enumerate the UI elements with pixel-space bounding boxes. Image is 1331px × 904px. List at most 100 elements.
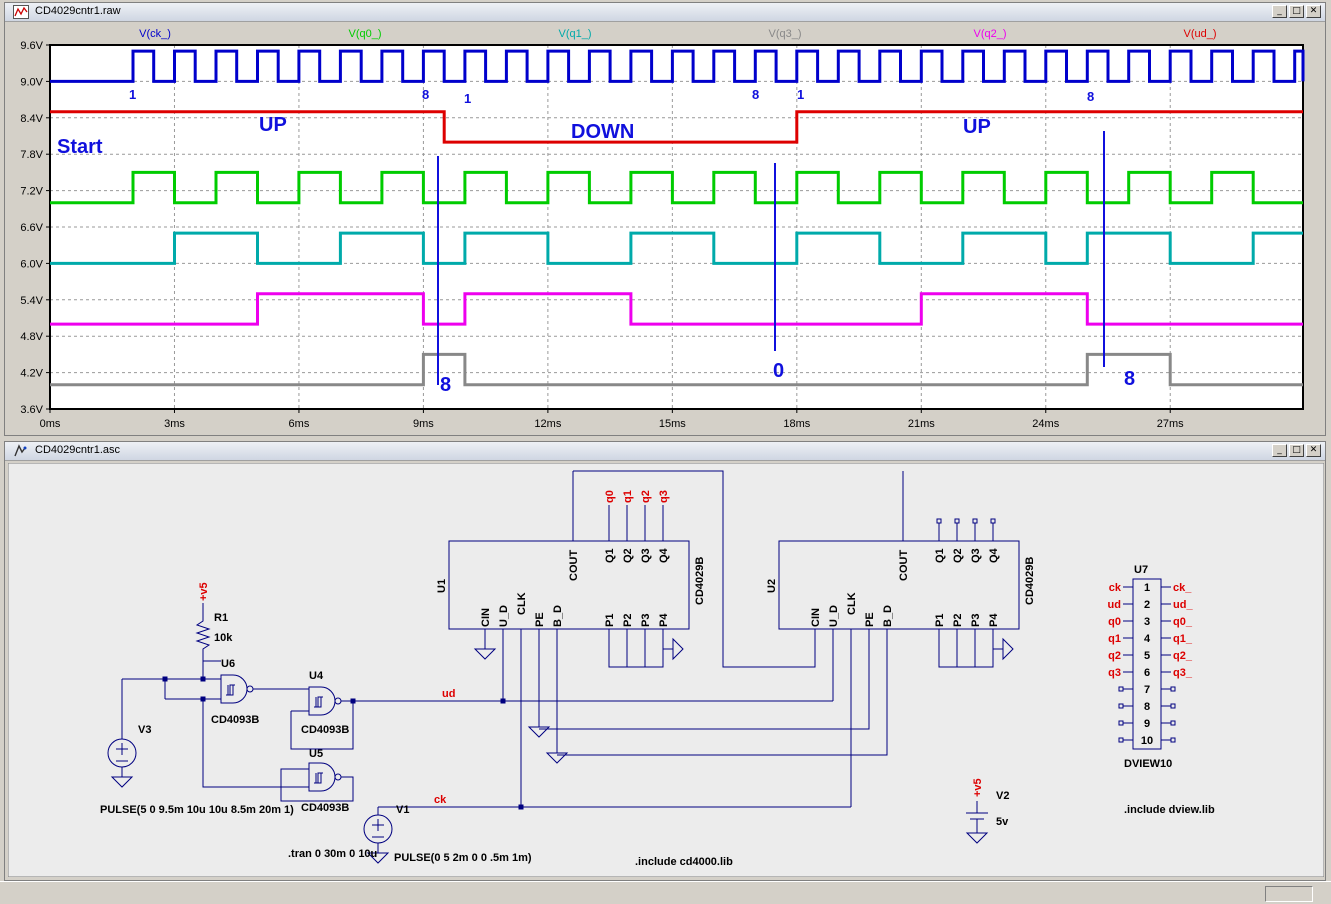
u2-bd-wire: [557, 629, 888, 756]
u1-pin-q3: Q3: [640, 548, 652, 563]
u7-unconnected-pin: [1170, 686, 1176, 692]
trace-vq1[interactable]: [50, 231, 1303, 265]
plot-frame: [49, 44, 1304, 410]
waveform-file-icon: [13, 5, 29, 19]
minimize-button[interactable]: _: [1272, 444, 1287, 457]
u7-unconnected-pin: [1118, 737, 1124, 743]
x-tick-label: 0ms: [40, 418, 61, 430]
x-tick-label: 3ms: [164, 418, 185, 430]
y-tick-label: 7.8V: [20, 149, 43, 161]
y-tick-label: 3.6V: [20, 404, 43, 416]
y-tick-label: 8.4V: [20, 113, 43, 125]
schematic-canvas[interactable]: U1 CD4029B U2 CD4029B COUT Q1 Q2 Q3 Q4 C…: [8, 463, 1324, 877]
u7-pin-number: 3: [1144, 616, 1150, 628]
trace-vq3[interactable]: [50, 352, 1303, 387]
net-label-q1: q1: [622, 490, 634, 503]
u1-pin-bd: B_D: [552, 605, 564, 627]
r1-ref: R1: [214, 612, 228, 624]
u7-right-net-label: q1_: [1173, 633, 1193, 645]
include-cd4000-directive[interactable]: .include cd4000.lib: [635, 856, 733, 868]
y-tick-label: 4.8V: [20, 331, 43, 343]
maximize-button[interactable]: □: [1289, 5, 1304, 18]
u2-pin-q2: Q2: [952, 548, 964, 563]
trace-label[interactable]: V(q0_): [348, 28, 381, 40]
u1-pin-clk: CLK: [516, 592, 528, 615]
annotation-count-8a: 8: [440, 374, 451, 396]
u6-ref: U6: [221, 658, 235, 670]
u2-preset-bus: [938, 629, 994, 668]
u7-body[interactable]: [1132, 578, 1162, 750]
y-tick-label: 7.2V: [20, 186, 43, 198]
u7-unconnected-pin: [1118, 703, 1124, 709]
u2-body[interactable]: [778, 540, 1020, 630]
u7-pin-number: 8: [1144, 701, 1150, 713]
trace-label[interactable]: V(ck_): [139, 28, 171, 40]
u2-pin-clk: CLK: [846, 592, 858, 615]
u2-pin-ud: U_D: [828, 605, 840, 627]
u7-unconnected-pin: [1170, 737, 1176, 743]
annotation-up2: UP: [963, 116, 991, 138]
x-tick-label: 9ms: [413, 418, 434, 430]
x-tick-label: 21ms: [908, 418, 935, 430]
schematic-title-bar[interactable]: CD4029cntr1.asc _ □ ✕: [5, 442, 1325, 461]
status-bar: [0, 881, 1331, 904]
trace-label[interactable]: V(q2_): [973, 28, 1006, 40]
close-button[interactable]: ✕: [1306, 444, 1321, 457]
trace-label[interactable]: V(q3_): [768, 28, 801, 40]
u7-right-net-label: ud_: [1173, 599, 1193, 611]
maximize-button[interactable]: □: [1289, 444, 1304, 457]
trace-vq2[interactable]: [50, 292, 1303, 326]
annotation-count-8b: 8: [1124, 368, 1135, 390]
u7-left-net-label: q0: [1108, 616, 1121, 628]
u7-right-net-label: ck_: [1173, 582, 1192, 594]
annotation-down: DOWN: [571, 121, 634, 143]
r1-resistor[interactable]: [195, 613, 211, 679]
u2-pin-p4: P4: [988, 613, 1000, 627]
v1-ref: V1: [396, 804, 409, 816]
v3-ref: V3: [138, 724, 151, 736]
schematic-window[interactable]: CD4029cntr1.asc _ □ ✕: [4, 441, 1326, 881]
u2-pin-q4: Q4: [988, 547, 1000, 563]
waveform-title-bar[interactable]: CD4029cntr1.raw _ □ ✕: [5, 3, 1325, 22]
close-button[interactable]: ✕: [1306, 5, 1321, 18]
u1-pin-q1: Q1: [604, 548, 616, 563]
net-label-vplus-2: +v5: [972, 778, 984, 797]
v2-value: 5v: [996, 816, 1009, 828]
u1-pe-ground-icon: [527, 726, 551, 738]
annotation-up1: UP: [259, 114, 287, 136]
trace-label[interactable]: V(q1_): [558, 28, 591, 40]
v3-value: PULSE(5 0 9.5m 10u 10u 8.5m 20m 1): [100, 804, 294, 816]
net-label-q0: q0: [604, 490, 616, 503]
waveform-plot[interactable]: 9.6V9.0V8.4V7.8V7.2V6.6V6.0V5.4V4.8V4.2V…: [5, 23, 1325, 435]
trace-label[interactable]: V(ud_): [1183, 28, 1216, 40]
x-tick-label: 15ms: [659, 418, 686, 430]
annotation-clk-1a: 1: [129, 87, 136, 102]
u1-body[interactable]: [448, 540, 690, 630]
y-tick-label: 6.6V: [20, 222, 43, 234]
v1-ground-icon: [366, 852, 390, 864]
u1-preset-bus: [608, 629, 664, 668]
u2-pin-bd: B_D: [882, 605, 894, 627]
schematic-file-icon: [14, 444, 27, 457]
trace-vck[interactable]: [50, 49, 1305, 83]
u2-pin-pe: PE: [864, 612, 876, 627]
u1-part: CD4029B: [694, 557, 706, 605]
trace-vq0[interactable]: [50, 170, 1303, 205]
net-label-vplus-1: +v5: [198, 582, 210, 601]
u1-pin-cout: COUT: [568, 550, 580, 581]
u1-pin-p1: P1: [604, 614, 616, 627]
tran-directive[interactable]: .tran 0 30m 0 10u: [288, 848, 377, 860]
trace-vud[interactable]: [50, 110, 1303, 144]
y-tick-label: 9.6V: [20, 40, 43, 52]
include-dview-directive[interactable]: .include dview.lib: [1124, 804, 1215, 816]
u2-pin-cout: COUT: [898, 550, 910, 581]
u1-bd-ground-icon: [545, 752, 569, 764]
u7-unconnected-pin: [1118, 720, 1124, 726]
u1-pin-p3: P3: [640, 614, 652, 627]
u7-part: DVIEW10: [1124, 758, 1172, 770]
u7-pin-number: 5: [1144, 650, 1150, 662]
net-label-q2: q2: [640, 490, 652, 503]
minimize-button[interactable]: _: [1272, 5, 1287, 18]
u1-pin-ud: U_D: [498, 605, 510, 627]
